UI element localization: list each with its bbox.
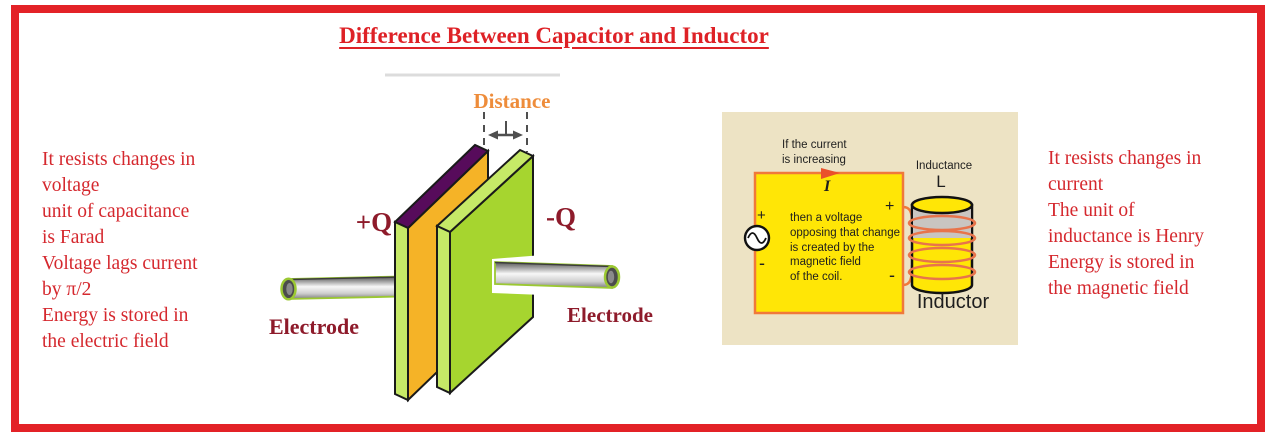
coil-turn-4: [907, 263, 977, 281]
ac-sine-icon: [747, 232, 767, 244]
inductance-label: Inductance: [915, 160, 973, 172]
distance-label: Distance: [474, 89, 551, 113]
right-electrode-top-edge: [494, 261, 613, 268]
source-minus-sign: -: [759, 253, 765, 273]
ac-source: [743, 224, 771, 252]
page-title: Difference Between Capacitor and Inducto…: [339, 23, 769, 48]
right-electrode-label: Electrode: [567, 303, 653, 327]
coil-minus-sign: -: [889, 265, 895, 285]
negative-plate-side-edge: [436, 224, 451, 395]
condition-text: If the current is increasing: [782, 139, 847, 166]
inductor-circuit-drawing: [743, 168, 977, 315]
left-electrode-end-core: [286, 283, 293, 295]
inductor-label: Inductor: [916, 291, 990, 313]
capacitor-notes: It resists changes in voltage unit of ca…: [42, 149, 198, 352]
inductor-notes: It resists changes in current The unit o…: [1048, 148, 1204, 299]
effect-text: then a voltage opposing that change is c…: [790, 212, 900, 284]
capacitor-diagram: Distance +Q -Q Electrode Electrode: [269, 73, 653, 403]
current-symbol: I: [824, 178, 831, 195]
source-plus-sign: +: [757, 207, 766, 224]
coil-plus-sign: +: [885, 198, 895, 215]
left-electrode-top-edge: [288, 276, 402, 281]
positive-plate-side-edge: [394, 220, 409, 402]
positive-charge-label: +Q: [356, 207, 392, 237]
inductor-coil: [907, 195, 977, 295]
distance-dimension: [483, 112, 528, 152]
inductor-circuit-panel: If the current is increasing I + - then …: [722, 112, 1018, 345]
current-arrow: [821, 168, 840, 179]
distance-arrowhead-right: [513, 130, 523, 140]
left-electrode-label: Electrode: [269, 314, 359, 339]
coil-turn-3: [907, 246, 977, 264]
diagram-frame: [11, 5, 1265, 432]
capacitor-plate-negative: [435, 148, 535, 396]
right-electrode: [494, 261, 621, 289]
left-electrode: [280, 275, 402, 301]
distance-arrowhead-left: [488, 130, 498, 140]
coil-turn-2: [907, 229, 977, 247]
inductance-symbol: L: [936, 172, 946, 191]
right-electrode-end-core: [607, 270, 615, 284]
negative-charge-label: -Q: [546, 202, 576, 232]
coil-top-cap: [910, 195, 974, 215]
